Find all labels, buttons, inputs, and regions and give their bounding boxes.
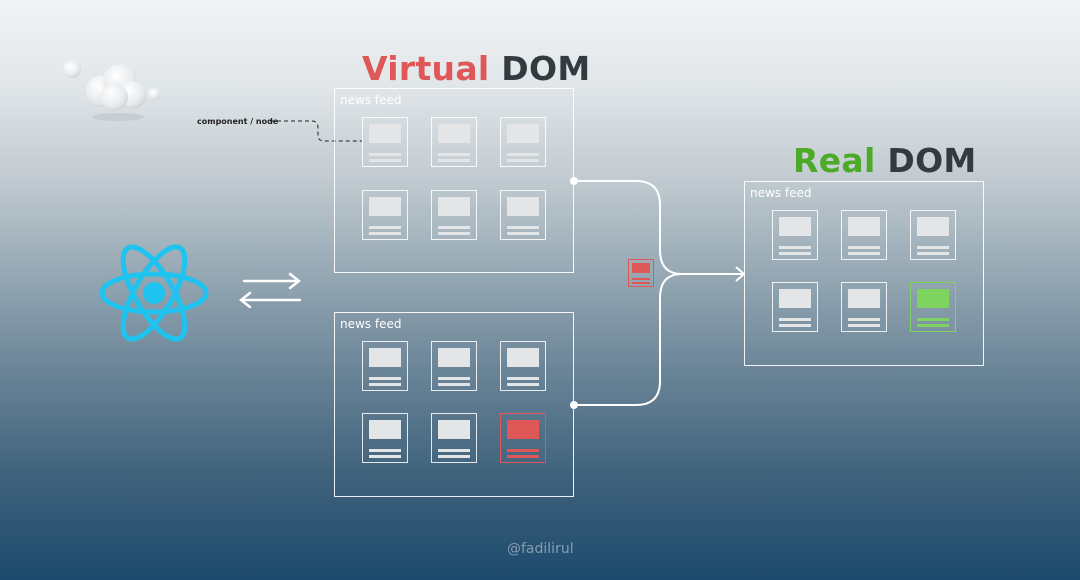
annotation-leader-line [270,120,362,142]
virtual-dom-title: Virtual DOM [362,52,590,85]
news-card [431,341,477,391]
bottom-connector-line [574,273,683,406]
changed-node-icon [628,259,654,287]
component-node-annotation: component / node [197,117,279,126]
watermark: @fadilirul [507,541,574,557]
news-card-updated [910,282,956,332]
news-card [362,117,408,167]
news-card [362,341,408,391]
news-card [362,190,408,240]
news-card [431,190,477,240]
news-card [910,210,956,260]
virtual-dom-feed-top: news feed [334,88,574,273]
virtual-title-highlight: Virtual [362,49,490,88]
news-card [772,210,818,260]
news-card [772,282,818,332]
virtual-dom-feed-bottom: news feed [334,312,574,497]
news-card [500,117,546,167]
news-card [500,341,546,391]
news-card [841,210,887,260]
news-card [431,413,477,463]
news-card [431,117,477,167]
react-logo-icon [99,244,209,342]
news-card [500,190,546,240]
news-card [841,282,887,332]
feed-label: news feed [750,186,812,200]
news-card [362,413,408,463]
real-dom-feed: news feed [744,181,984,366]
real-dom-title: Real DOM [793,144,977,177]
virtual-title-rest: DOM [501,49,591,88]
news-card-changed [500,413,546,463]
cloud-icon [63,60,160,121]
top-connector-line [574,180,742,275]
real-title-rest: DOM [887,141,977,180]
feed-label: news feed [340,317,402,331]
sync-arrows-icon [238,272,302,309]
real-title-highlight: Real [793,141,876,180]
feed-label: news feed [340,93,402,107]
